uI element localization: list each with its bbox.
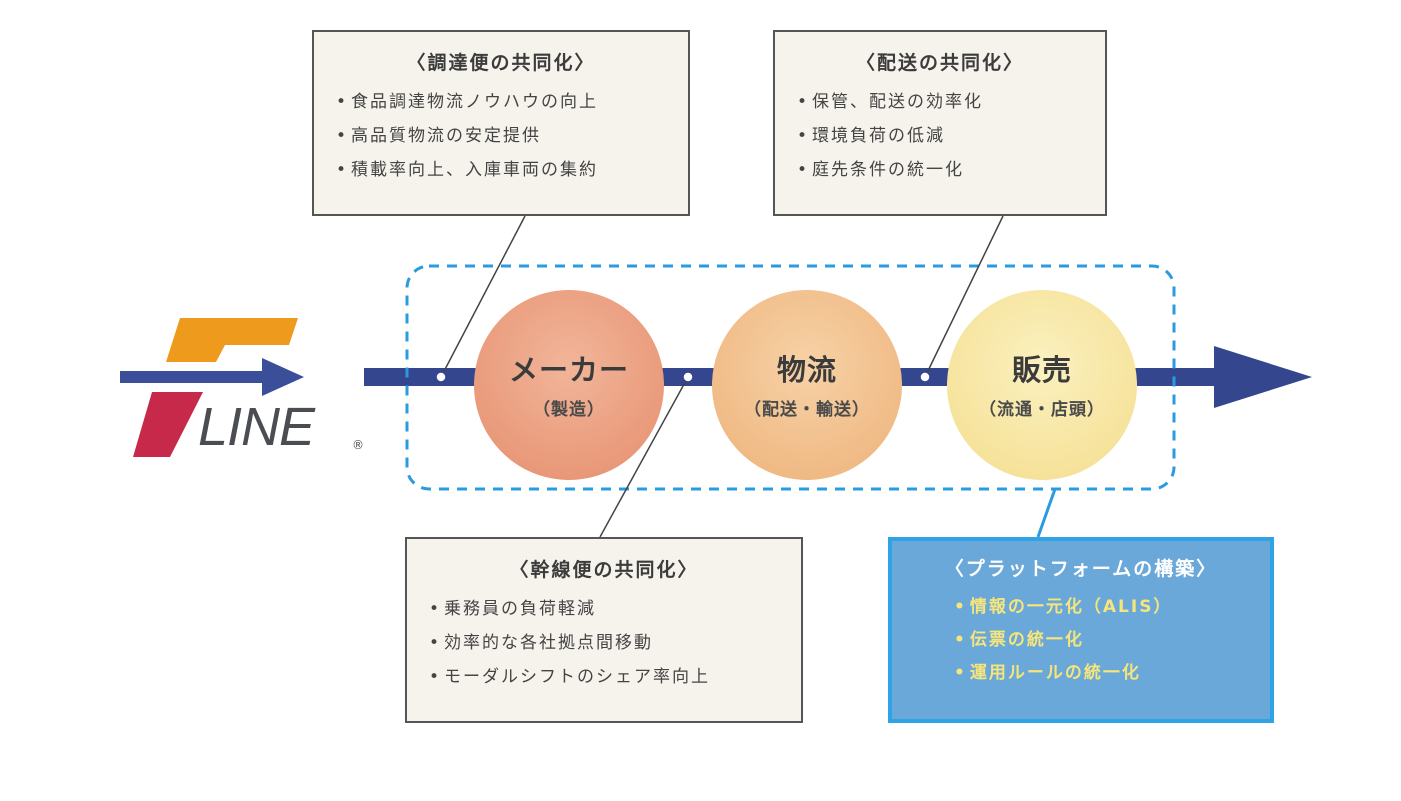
list-item: 環境負荷の低減 bbox=[797, 119, 1105, 153]
node-maker: メーカー （製造） bbox=[474, 290, 664, 480]
node-maker-sub: （製造） bbox=[533, 399, 605, 420]
box-platform-title: 〈プラットフォームの構築〉 bbox=[944, 558, 1218, 580]
logo-red-shape bbox=[133, 392, 203, 457]
connector-haisou bbox=[924, 215, 1004, 378]
logo-text: LINE bbox=[198, 397, 315, 457]
logo-arrow bbox=[120, 358, 304, 396]
box-delivery: 〈配送の共同化〉 保管、配送の効率化 環境負荷の低減 庭先条件の統一化 bbox=[773, 30, 1107, 216]
list-item: 伝票の統一化 bbox=[954, 624, 1270, 657]
list-item: 運用ルールの統一化 bbox=[954, 657, 1270, 690]
node-sales: 販売 （流通・店頭） bbox=[947, 290, 1137, 480]
box-delivery-title: 〈配送の共同化〉 bbox=[855, 52, 1024, 74]
list-item: 食品調達物流ノウハウの向上 bbox=[336, 85, 688, 119]
list-item: 積載率向上、入庫車両の集約 bbox=[336, 153, 688, 187]
logo-orange-shape bbox=[166, 318, 298, 362]
list-item: 効率的な各社拠点間移動 bbox=[429, 626, 801, 660]
box-trunk-line-title: 〈幹線便の共同化〉 bbox=[509, 559, 699, 581]
box-procurement-list: 食品調達物流ノウハウの向上 高品質物流の安定提供 積載率向上、入庫車両の集約 bbox=[314, 85, 688, 187]
registered-mark: ® bbox=[352, 438, 364, 452]
connector-dot bbox=[919, 371, 931, 383]
node-sales-sub: （流通・店頭） bbox=[979, 399, 1105, 420]
list-item: 高品質物流の安定提供 bbox=[336, 119, 688, 153]
box-delivery-list: 保管、配送の効率化 環境負荷の低減 庭先条件の統一化 bbox=[775, 85, 1105, 187]
f-line-logo-icon bbox=[120, 318, 304, 457]
connector-platform bbox=[1036, 488, 1057, 538]
node-logistics-label: 物流 bbox=[776, 352, 837, 387]
box-procurement: 〈調達便の共同化〉 食品調達物流ノウハウの向上 高品質物流の安定提供 積載率向上… bbox=[312, 30, 690, 216]
list-item: 情報の一元化（ALIS） bbox=[954, 591, 1270, 624]
box-procurement-title: 〈調達便の共同化〉 bbox=[406, 52, 596, 74]
flow-arrow-head bbox=[1214, 346, 1312, 408]
node-logistics: 物流 （配送・輸送） bbox=[712, 290, 902, 480]
node-logistics-sub: （配送・輸送） bbox=[744, 399, 870, 420]
box-trunk-line: 〈幹線便の共同化〉 乗務員の負荷軽減 効率的な各社拠点間移動 モーダルシフトのシ… bbox=[405, 537, 803, 723]
box-trunk-line-list: 乗務員の負荷軽減 効率的な各社拠点間移動 モーダルシフトのシェア率向上 bbox=[407, 592, 801, 694]
box-platform: 〈プラットフォームの構築〉 情報の一元化（ALIS） 伝票の統一化 運用ルールの… bbox=[888, 537, 1274, 723]
box-platform-list: 情報の一元化（ALIS） 伝票の統一化 運用ルールの統一化 bbox=[892, 591, 1270, 690]
list-item: モーダルシフトのシェア率向上 bbox=[429, 660, 801, 694]
list-item: 保管、配送の効率化 bbox=[797, 85, 1105, 119]
list-item: 庭先条件の統一化 bbox=[797, 153, 1105, 187]
node-maker-label: メーカー bbox=[508, 352, 629, 387]
connector-choutatsu bbox=[440, 215, 526, 378]
dashed-frame bbox=[405, 264, 1176, 491]
connector-dot bbox=[682, 371, 694, 383]
node-sales-label: 販売 bbox=[1011, 352, 1072, 387]
connector-dot bbox=[435, 371, 447, 383]
list-item: 乗務員の負荷軽減 bbox=[429, 592, 801, 626]
connector-kansen bbox=[599, 376, 689, 538]
